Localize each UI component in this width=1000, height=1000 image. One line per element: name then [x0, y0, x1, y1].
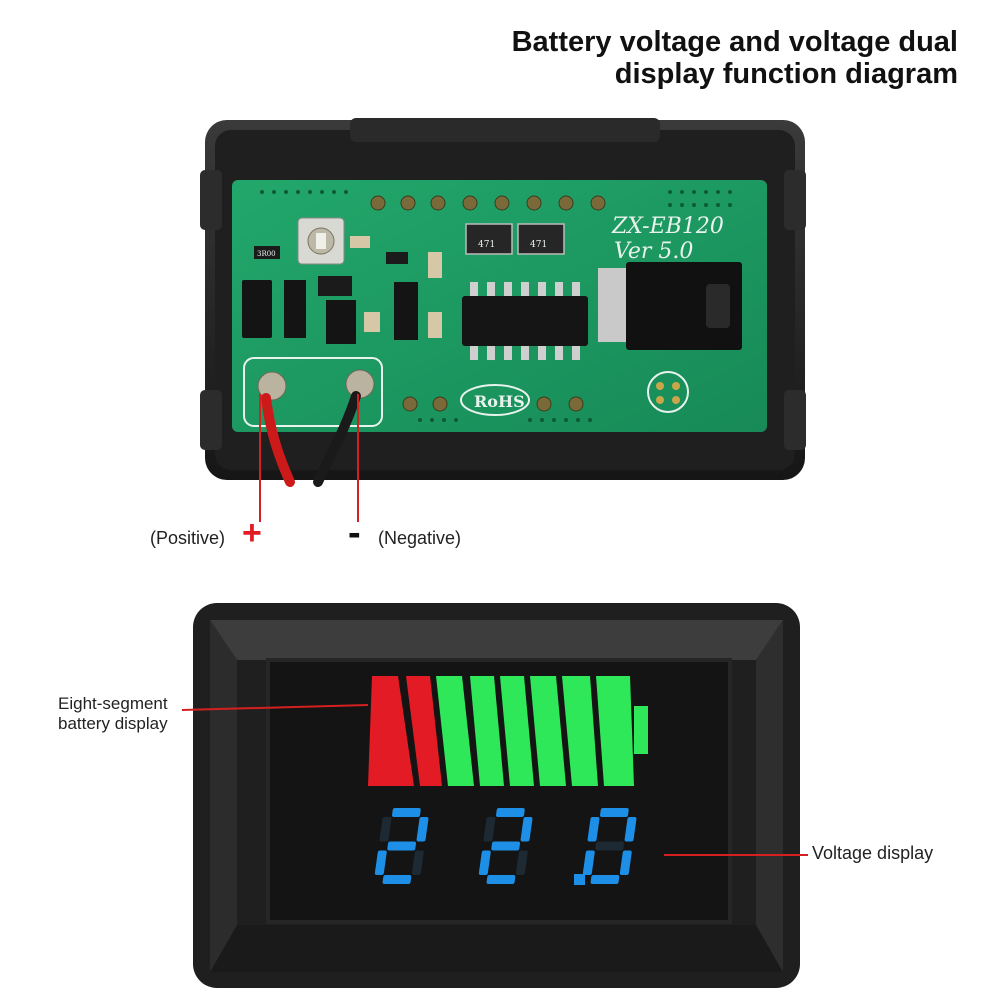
rohs-text: RoHS — [474, 392, 525, 411]
voltage-digits — [374, 808, 637, 885]
pin-header-top — [370, 195, 606, 211]
positive-label: (Positive) — [150, 528, 226, 548]
rohs-mark — [460, 384, 530, 416]
left-clip-top — [200, 170, 222, 230]
segment-e — [374, 850, 387, 875]
segment-d — [590, 875, 620, 884]
voltage-digit-3 — [582, 808, 637, 884]
battery-segment-7 — [562, 676, 598, 786]
pcb-version-text: Ver 5.0 — [614, 239, 693, 264]
title-line-1: Battery voltage and voltage dual — [511, 26, 958, 58]
battery-bar-display — [368, 676, 648, 786]
resistor-pack-2-label: 471 — [530, 240, 547, 250]
battery-display-label: Eight-segment battery display — [58, 694, 168, 734]
segment-c — [619, 850, 632, 875]
voltage-digit-2 — [478, 808, 533, 884]
segment-a — [599, 808, 629, 817]
pcb-model-text: ZX-EB120 — [611, 214, 724, 239]
segment-c — [515, 850, 528, 875]
segment-b — [416, 817, 429, 842]
meter-front-view — [193, 603, 800, 988]
segment-d — [486, 875, 516, 884]
decimal-point — [574, 874, 585, 885]
meter-back-view: 3R00 471 471 ZX-EB120 Ver 5.0 — [200, 118, 806, 487]
battery-display-label-line2: battery display — [58, 714, 168, 733]
right-clip-top — [784, 170, 806, 230]
resistor-pack-2 — [517, 223, 565, 255]
voltage-display-label: Voltage display — [812, 843, 934, 863]
positive-solder-pad — [257, 371, 287, 401]
negative-label: (Negative) — [378, 528, 462, 548]
voltage-digit-1 — [374, 808, 429, 884]
battery-segment-5 — [500, 676, 534, 786]
segment-e — [478, 850, 491, 875]
resistor-pack-1 — [465, 223, 513, 255]
smd-diode — [242, 280, 272, 338]
resistor-pack-1-label: 471 — [478, 240, 495, 250]
battery-display-label-line1: Eight-segment — [58, 694, 168, 713]
smd-resistor — [254, 246, 280, 259]
pin-header-bottom — [402, 396, 584, 412]
negative-wire — [313, 391, 361, 487]
segment-a — [495, 808, 525, 817]
segment-g — [491, 841, 521, 851]
battery-segment-6 — [530, 676, 566, 786]
resistor-code-label: 3R00 — [257, 250, 276, 258]
battery-tip-icon — [634, 706, 648, 754]
battery-segment-1 — [368, 676, 414, 786]
negative-symbol: - — [348, 512, 361, 554]
mounting-hole — [647, 371, 689, 413]
battery-display-pointer — [181, 704, 369, 711]
terminal-pad-area — [243, 357, 383, 427]
segment-f — [483, 817, 496, 842]
battery-segment-4 — [470, 676, 504, 786]
segment-b — [520, 817, 533, 842]
title-line-2: display function diagram — [614, 58, 958, 90]
segment-e — [582, 850, 595, 875]
main-ic-chip — [462, 282, 588, 360]
battery-segment-8 — [596, 676, 634, 786]
positive-wire — [261, 393, 295, 487]
segment-g — [595, 841, 625, 851]
positive-symbol: + — [242, 514, 262, 552]
diagram-title: Battery voltage and voltage dual display… — [512, 26, 958, 90]
segment-a — [391, 808, 421, 817]
right-clip-bottom — [784, 390, 806, 450]
left-clip-bottom — [200, 390, 222, 450]
segment-f — [587, 817, 600, 842]
battery-segment-2 — [406, 676, 442, 786]
segment-b — [624, 817, 637, 842]
segment-g — [387, 841, 417, 851]
segment-f — [379, 817, 392, 842]
battery-segment-3 — [436, 676, 474, 786]
segment-d — [382, 875, 412, 884]
segment-c — [411, 850, 424, 875]
